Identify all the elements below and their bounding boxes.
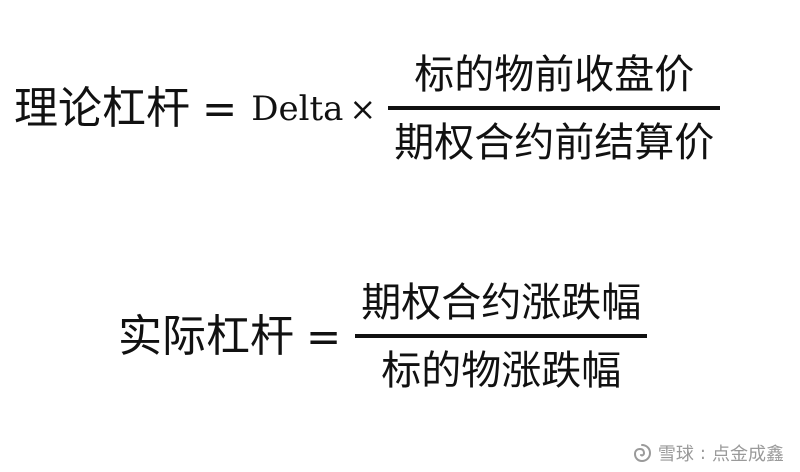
theoretical-fraction: 标的物前收盘价 期权合约前结算价 — [388, 52, 721, 166]
theoretical-leverage-label: 理论杠杆 — [14, 83, 190, 134]
theoretical-leverage-formula: 理论杠杆 = Delta × 标的物前收盘价 期权合约前结算价 — [14, 24, 721, 194]
fraction-denominator: 期权合约前结算价 — [394, 120, 715, 166]
fraction-bar — [388, 106, 721, 110]
delta-term: Delta — [251, 89, 344, 129]
actual-leverage-formula: 实际杠杆 = 期权合约涨跌幅 标的物涨跌幅 — [118, 252, 648, 422]
fraction-bar — [355, 334, 648, 338]
equals-sign: = — [202, 84, 238, 133]
actual-leverage-label: 实际杠杆 — [118, 311, 294, 362]
fraction-numerator: 标的物前收盘价 — [414, 52, 695, 98]
fraction-denominator: 标的物涨跌幅 — [381, 348, 622, 394]
watermark-author: 点金成鑫 — [712, 444, 784, 465]
watermark-brand: 雪球 — [657, 444, 694, 465]
equals-sign: = — [306, 312, 342, 361]
snowball-logo-icon — [632, 443, 652, 463]
watermark-separator: : — [699, 442, 706, 464]
watermark: 雪球 : 点金成鑫 — [632, 440, 784, 466]
fraction-numerator: 期权合约涨跌幅 — [361, 280, 642, 326]
multiply-sign: × — [349, 90, 377, 128]
actual-fraction: 期权合约涨跌幅 标的物涨跌幅 — [355, 280, 648, 394]
